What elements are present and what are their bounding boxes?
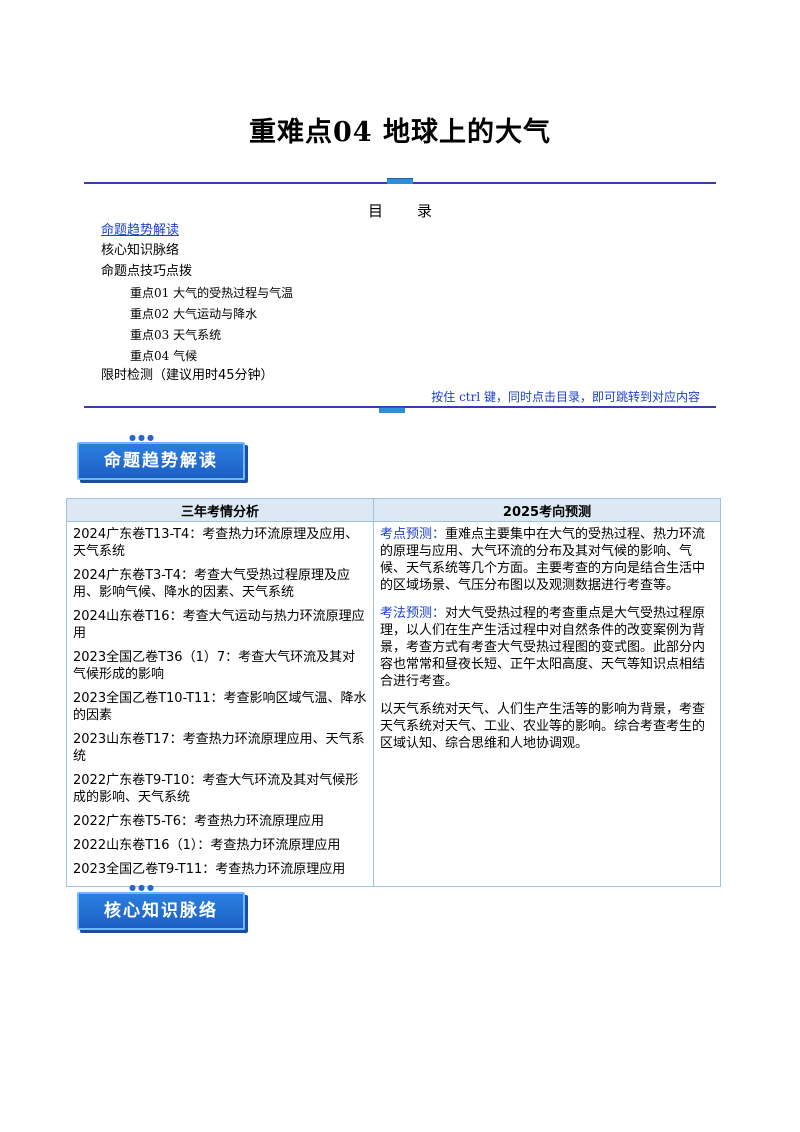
prediction-text: 重难点主要集中在大气的受热过程、热力环流的原理与应用、大气环流的分布及其对气候的… bbox=[380, 527, 706, 593]
exam-item: 2024山东卷T16：考查大气运动与热力环流原理应用 bbox=[73, 609, 365, 641]
ctrl-click-hint: 按住 ctrl 键，同时点击目录，即可跳转到对应内容 bbox=[431, 390, 700, 404]
page-title: 重难点04 地球上的大气 bbox=[249, 117, 551, 148]
toc-item-skills[interactable]: 命题点技巧点拨 bbox=[101, 264, 193, 279]
exam-item: 2022广东卷T5-T6：考查热力环流原理应用 bbox=[73, 814, 325, 829]
prediction-text: 对大气受热过程的考查重点是大气受热过程原理，以人们在生产生活过程中对自然条件的改… bbox=[380, 606, 706, 689]
forecast-cell: 考点预测：重难点主要集中在大气的受热过程、热力环流的原理与应用、大气环流的分布及… bbox=[373, 521, 721, 887]
table-header-forecast: 2025考向预测 bbox=[373, 498, 721, 522]
exam-item: 2023山东卷T17：考查热力环流原理应用、天气系统 bbox=[73, 732, 365, 764]
bottom-divider-tab bbox=[379, 407, 405, 413]
toc-item-knowledge[interactable]: 核心知识脉络 bbox=[101, 243, 180, 258]
prediction-label: 考法预测： bbox=[380, 606, 446, 621]
section-badge-label: 命题趋势解读 bbox=[77, 442, 245, 480]
toc-item-trend[interactable]: 命题趋势解读 bbox=[101, 223, 180, 238]
exam-history-cell: 2024广东卷T13-T4：考查热力环流原理及应用、天气系统 2024广东卷T3… bbox=[66, 521, 374, 887]
exam-item: 2024广东卷T3-T4：考查大气受热过程原理及应用、影响气候、降水的因素、天气… bbox=[73, 568, 351, 600]
section-badge-label: 核心知识脉络 bbox=[77, 892, 245, 930]
exam-item: 2023全国乙卷T10-T11：考查影响区域气温、降水的因素 bbox=[73, 691, 367, 723]
toc-heading: 目录 bbox=[367, 202, 433, 220]
prediction-label: 考点预测： bbox=[380, 527, 446, 542]
prediction-paragraph: 考点预测：重难点主要集中在大气的受热过程、热力环流的原理与应用、大气环流的分布及… bbox=[380, 526, 714, 594]
table-header-history: 三年考情分析 bbox=[66, 498, 374, 522]
section-badge-knowledge: ●●● 核心知识脉络 bbox=[77, 884, 245, 930]
toc-subitem-04[interactable]: 重点04 气候 bbox=[130, 349, 198, 363]
top-divider-tab bbox=[387, 178, 413, 184]
exam-item: 2023全国乙卷T36（1）7：考查大气环流及其对气候形成的影响 bbox=[73, 650, 356, 682]
toc-subitem-02[interactable]: 重点02 大气运动与降水 bbox=[130, 307, 258, 321]
badge-dots: ●●● bbox=[129, 883, 156, 892]
prediction-text: 以天气系统对天气、人们生产生活等的影响为背景，考查天气系统对天气、工业、农业等的… bbox=[380, 702, 706, 751]
prediction-paragraph: 考法预测：对大气受热过程的考查重点是大气受热过程原理，以人们在生产生活过程中对自… bbox=[380, 605, 714, 690]
exam-item: 2023全国乙卷T9-T11：考查热力环流原理应用 bbox=[73, 862, 346, 877]
exam-item: 2022山东卷T16（1）：考查热力环流原理应用 bbox=[73, 838, 341, 853]
analysis-table: 三年考情分析 2025考向预测 2024广东卷T13-T4：考查热力环流原理及应… bbox=[66, 498, 721, 887]
toc-subitem-01[interactable]: 重点01 大气的受热过程与气温 bbox=[130, 286, 294, 300]
toc-subitem-03[interactable]: 重点03 天气系统 bbox=[130, 328, 222, 342]
toc-item-test[interactable]: 限时检测（建议用时45分钟） bbox=[101, 368, 274, 383]
exam-item: 2024广东卷T13-T4：考查热力环流原理及应用、天气系统 bbox=[73, 527, 359, 559]
prediction-paragraph: 以天气系统对天气、人们生产生活等的影响为背景，考查天气系统对天气、工业、农业等的… bbox=[380, 701, 714, 752]
section-badge-trend: ●●● 命题趋势解读 bbox=[77, 434, 245, 480]
exam-item: 2022广东卷T9-T10：考查大气环流及其对气候形成的影响、天气系统 bbox=[73, 773, 359, 805]
badge-dots: ●●● bbox=[129, 433, 156, 442]
